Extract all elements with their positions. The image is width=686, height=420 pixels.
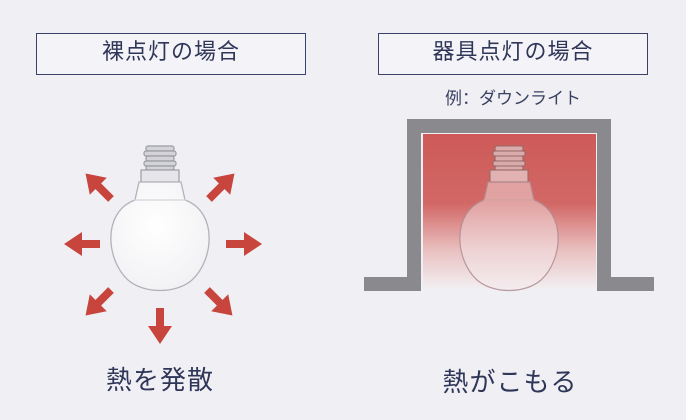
bulb-base <box>140 145 180 183</box>
downlight-fixture <box>364 119 654 291</box>
arrow-down-right-icon <box>198 281 241 324</box>
bare-bulb <box>110 145 210 292</box>
arrow-up-left-icon <box>77 165 120 208</box>
bare-lighting-title: 裸点灯の場合 <box>36 33 306 75</box>
arrow-down-icon <box>148 308 172 344</box>
example-label: 例：ダウンライト <box>445 89 581 109</box>
heat-trapped-caption: 熱がこもる <box>442 368 578 398</box>
arrow-up-right-icon <box>200 165 243 208</box>
enclosed-bulb <box>459 145 559 291</box>
heat-dissipates-caption: 熱を発散 <box>105 366 214 396</box>
arrow-right-icon <box>226 232 262 256</box>
arrow-left-icon <box>64 232 100 256</box>
arrow-down-left-icon <box>77 281 120 324</box>
fixture-lighting-title: 器具点灯の場合 <box>378 33 648 75</box>
